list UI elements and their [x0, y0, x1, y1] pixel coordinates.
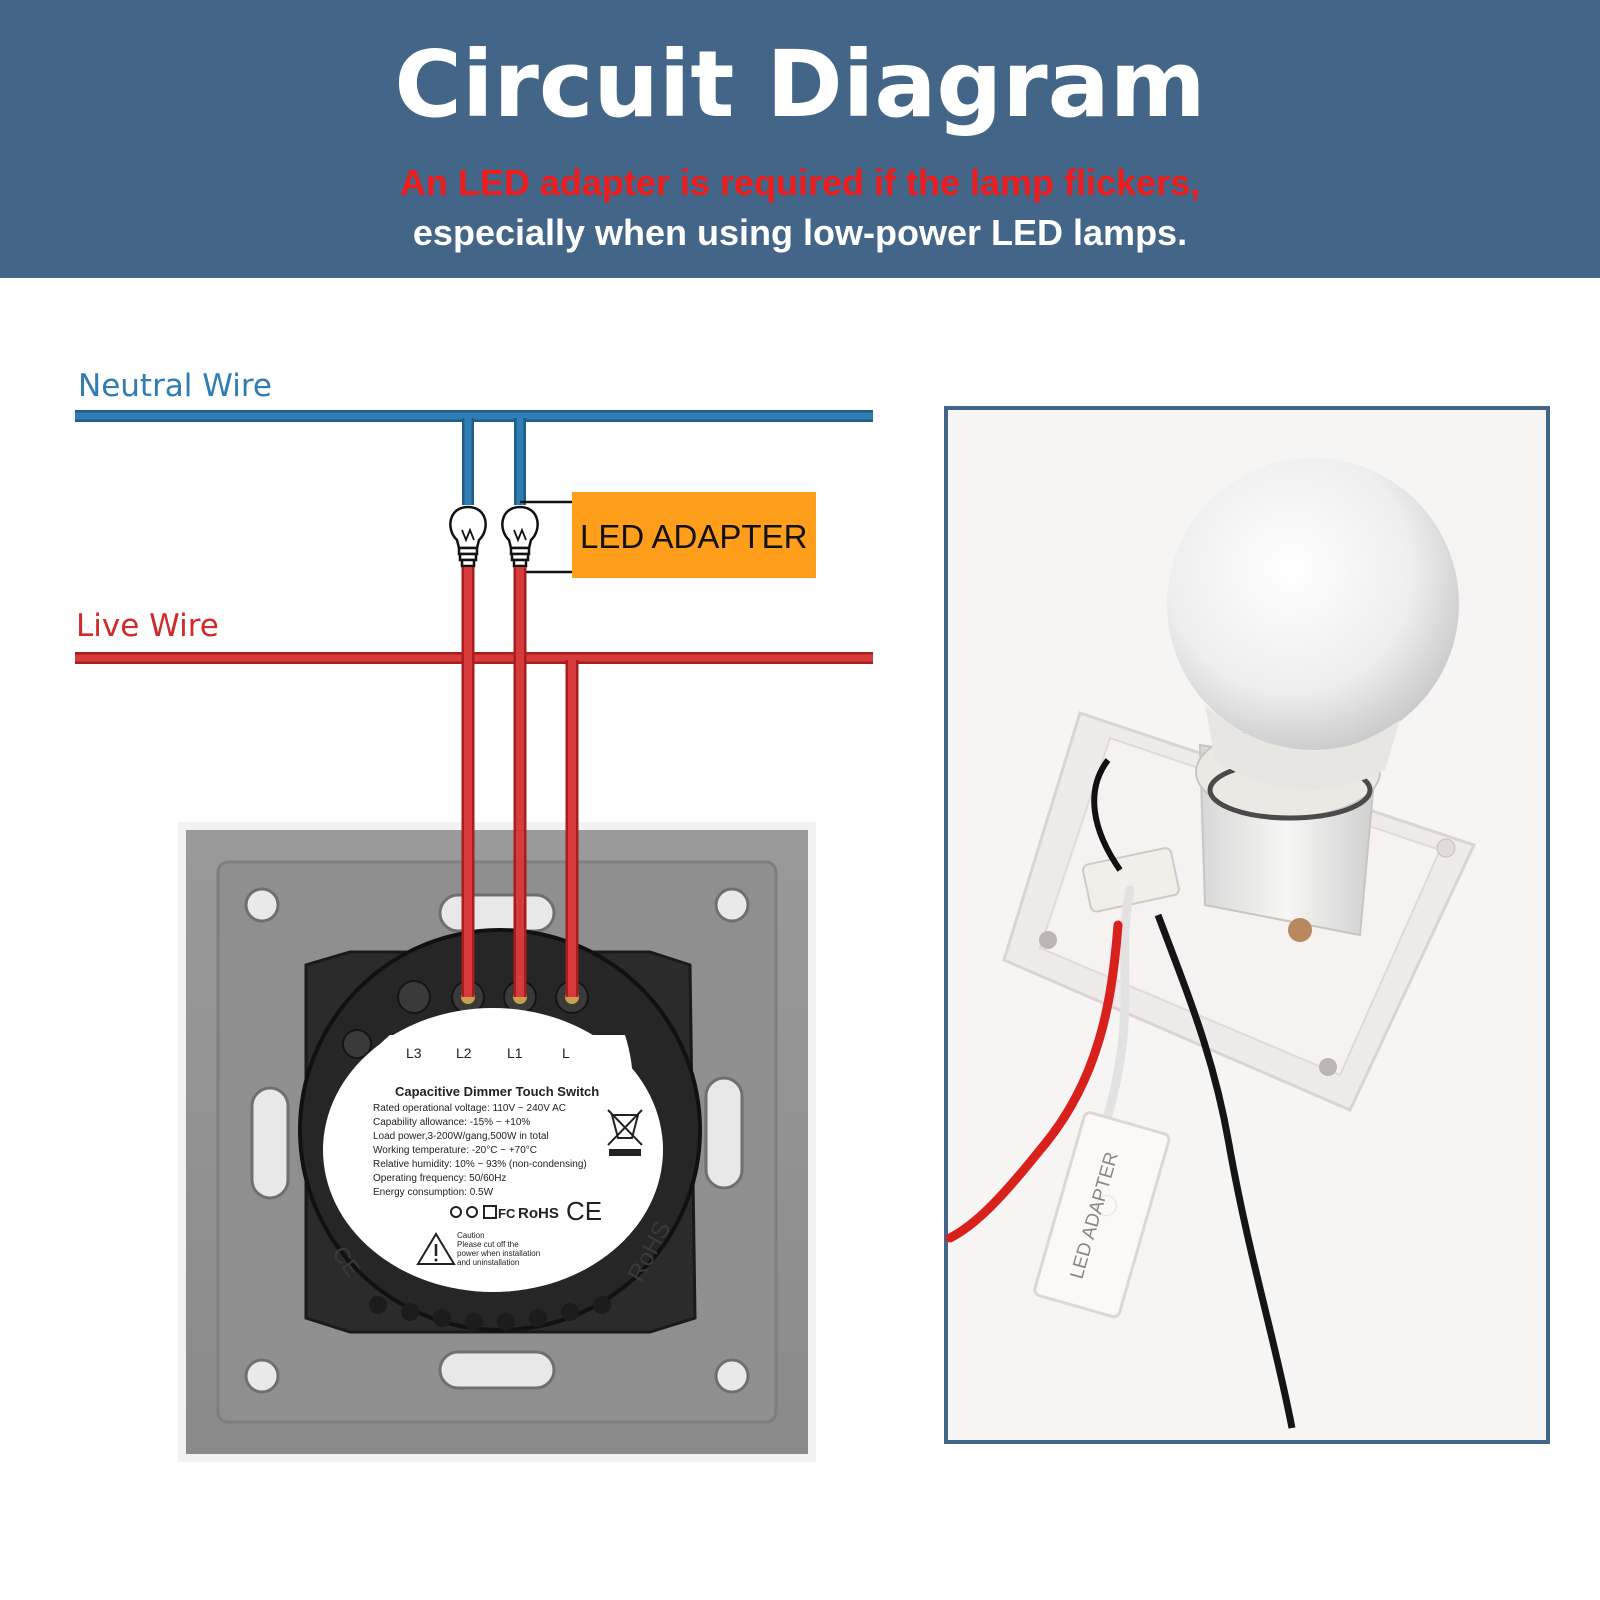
spec-line: Relative humidity: 10% ~ 93% (non-conden…	[373, 1159, 587, 1170]
terminal-label-l3: L3	[406, 1045, 422, 1061]
lamp-icon	[449, 505, 487, 568]
terminal-label-l1: L1	[507, 1045, 523, 1061]
caution-title: Caution	[457, 1231, 485, 1240]
spec-line: Operating frequency: 50/60Hz	[373, 1173, 506, 1184]
terminal-label-l: L	[562, 1045, 570, 1061]
caution-line: power when installation	[457, 1249, 540, 1258]
ce-mark: CE	[566, 1196, 602, 1226]
led-adapter-label: LED ADAPTER	[580, 518, 807, 555]
caution-line: Please cut off the	[457, 1240, 519, 1249]
weee-bin-icon	[607, 1109, 643, 1156]
live-wire-label: Live Wire	[76, 608, 219, 644]
header-banner: Circuit Diagram An LED adapter is requir…	[0, 0, 1600, 278]
rohs-mark: RoHS	[518, 1205, 559, 1222]
warning-subtitle: An LED adapter is required if the lamp f…	[399, 162, 1201, 203]
neutral-wire-label: Neutral Wire	[78, 368, 272, 404]
spec-line: Rated operational voltage: 110V ~ 240V A…	[373, 1103, 566, 1114]
svg-text:FC: FC	[498, 1206, 516, 1221]
adapter-leads	[520, 500, 572, 574]
page-title: Circuit Diagram	[394, 31, 1206, 138]
screw-hole	[244, 1358, 280, 1394]
screw-hole	[244, 887, 280, 923]
spec-line: Capability allowance: -15% ~ +10%	[373, 1117, 530, 1128]
spec-line: Working temperature: -20°C ~ +70°C	[373, 1145, 537, 1156]
terminal-label-l2: L2	[456, 1045, 472, 1061]
cert-logos-icon: FC	[450, 1205, 516, 1221]
product-title: Capacitive Dimmer Touch Switch	[395, 1084, 599, 1099]
adapter-photo: LED ADAPTER	[944, 406, 1550, 1444]
screw-hole	[714, 887, 750, 923]
led-adapter-box	[572, 492, 816, 578]
caution-line: and uninstallation	[457, 1258, 519, 1267]
spec-line: Energy consumption: 0.5W	[373, 1187, 494, 1198]
lamp-icon	[501, 505, 539, 568]
spec-line: Load power,3-200W/gang,500W in total	[373, 1131, 549, 1142]
caution-icon	[416, 1232, 456, 1265]
screw-hole	[714, 1358, 750, 1394]
switch-back-plate	[178, 822, 816, 1462]
note-subtitle: especially when using low-power LED lamp…	[412, 212, 1188, 253]
